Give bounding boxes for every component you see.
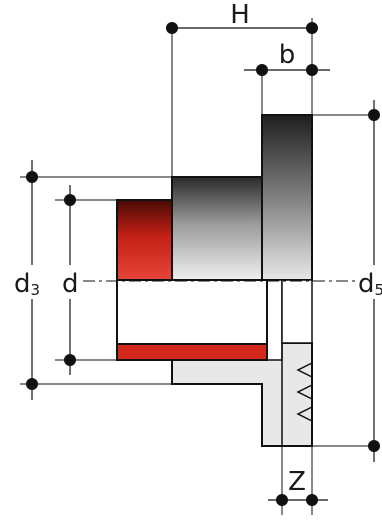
dimension-d5: d5 xyxy=(312,100,382,462)
label-Z: Z xyxy=(288,467,306,497)
label-b: b xyxy=(279,40,296,70)
dimension-b: b xyxy=(244,40,330,115)
label-H: H xyxy=(230,0,250,30)
pipe-wall-section xyxy=(116,279,268,345)
dimension-d3: d3 xyxy=(12,160,172,400)
flange-ring-upper xyxy=(261,114,313,281)
upper-external-view xyxy=(116,114,313,281)
inner-bore-white xyxy=(266,279,283,361)
dimension-Z: Z xyxy=(268,446,328,515)
label-d: d xyxy=(62,269,79,299)
dimension-H: H xyxy=(166,0,318,177)
serrations xyxy=(296,362,313,422)
pipe-wall-red-strip xyxy=(116,343,268,361)
dimension-d: d xyxy=(55,185,117,375)
pipe-end-upper xyxy=(116,199,173,281)
label-d5: d5 xyxy=(358,269,382,299)
label-d3: d3 xyxy=(14,269,40,299)
face-band-white xyxy=(281,279,313,344)
lower-section-view xyxy=(116,279,313,447)
collar-upper xyxy=(171,176,263,281)
